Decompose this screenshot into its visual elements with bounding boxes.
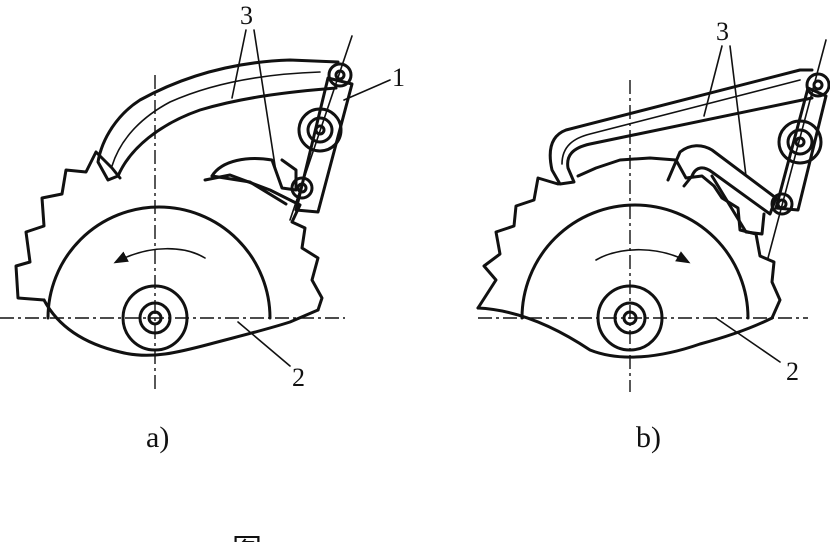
panel-b-hub-inner [622,310,638,326]
panel-b-caption: b) [636,421,661,454]
panel-a-hub-outer [121,284,189,352]
panel-a-middle-pivot-inner [314,124,326,136]
panel-b-lower-guard [666,144,778,216]
panel-a-bottom-pivot-inner [296,182,308,194]
panel-b-leader-3-lower [729,45,747,177]
figure-caption: 图 [232,534,262,542]
panel-a-leader-3-lower [253,29,277,173]
panel-a-middle-pivot-outer [297,107,343,153]
panel-a-leader-1 [343,79,391,101]
panel-a-hub-middle [138,301,172,335]
panel-b-top-pivot-inner [812,79,824,91]
panel-b-label-2: 2 [786,357,799,386]
panel-b-upper-guard [548,68,814,186]
panel-b-lower-guard-slot [710,174,766,236]
panel-b-upper-guard-inner [561,79,801,165]
panel-b-blade-lower-edge [476,306,774,359]
panel-a-caption: a) [146,421,169,454]
panel-a-bottom-pivot [290,176,314,200]
panel-a-middle-pivot-ring [306,116,334,144]
panel-b-hub-middle [613,301,647,335]
panel-a-rotation-arrow [113,247,206,264]
panel-b-leader-3-upper [703,45,723,117]
panel-a-top-pivot-inner [334,69,346,81]
panel-b-diagram: 3 2 b) [476,17,830,454]
panel-a-blade-lower-edge [42,298,320,357]
panel-a-leader-2 [237,321,291,367]
panel-a-upper-guard-inner [111,71,321,167]
panel-b-rotation-arrow [595,248,691,264]
panel-a-upper-guard [96,58,340,182]
panel-a-top-pivot [327,62,353,88]
panel-b-leader-2 [715,317,781,363]
panel-b-bottom-pivot [770,192,794,216]
panel-a-lower-guard [210,157,298,192]
panel-b-saw-blade-teeth [476,156,782,320]
panel-a-diagram: 3 1 2 a) [0,1,405,454]
panel-a-link-rod [289,35,353,221]
panel-a-leader-3-upper [231,29,247,99]
panel-a-blade-circle [46,205,272,320]
panel-a-linkage-arm [294,76,354,214]
panel-b-blade-circle [520,203,750,320]
panel-b-hub-outer [596,284,664,352]
panel-b-middle-pivot-outer [777,119,823,165]
panel-a-label-3: 3 [240,1,253,30]
panel-b-top-pivot [805,72,830,98]
panel-b-link-rod [767,39,827,259]
panel-b-label-3: 3 [716,17,729,46]
panel-a-lower-guard-edge [210,174,288,206]
panel-a-label-2: 2 [292,363,305,392]
panel-b-middle-pivot-ring [786,128,814,156]
panel-b-linkage-arm [774,86,828,212]
panel-b-middle-pivot-inner [794,136,806,148]
panel-a-hub-inner [147,310,163,326]
panel-a-label-1: 1 [392,63,405,92]
panel-b-bottom-pivot-inner [776,198,788,210]
